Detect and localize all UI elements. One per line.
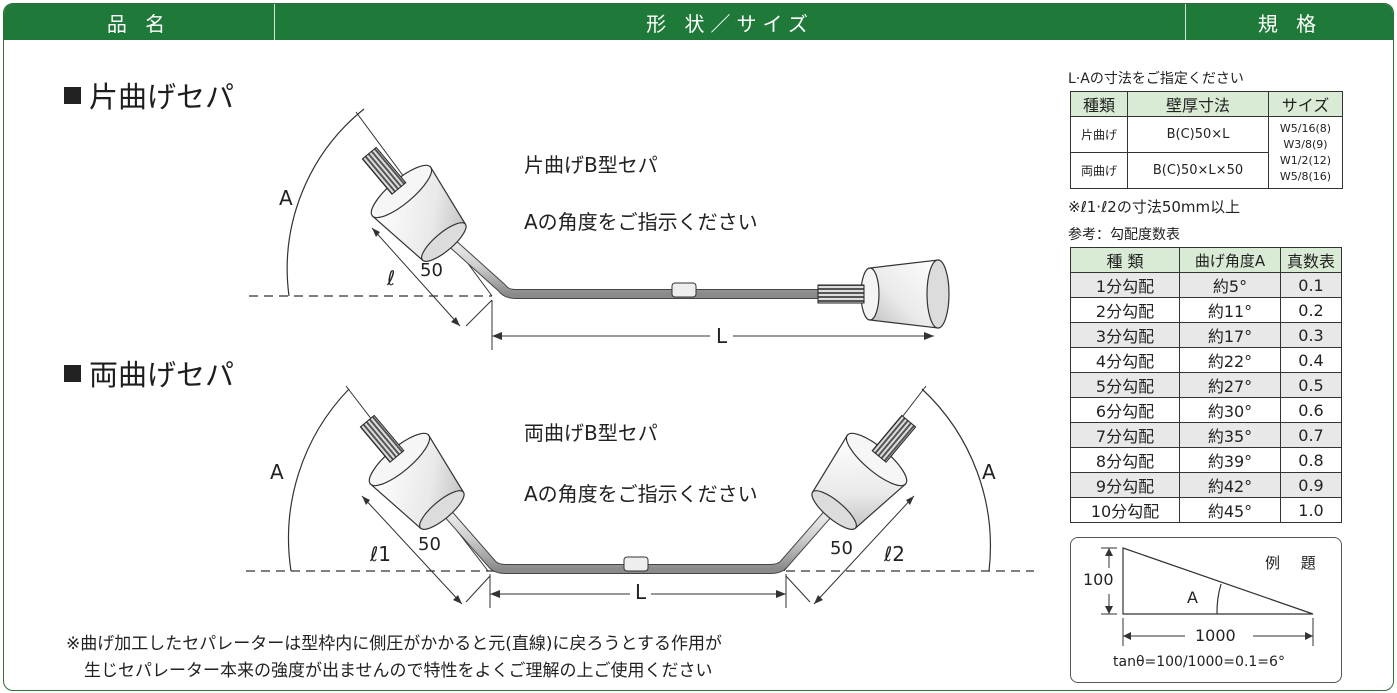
section-title: 両曲げセパ bbox=[89, 358, 235, 392]
label-50: 50 bbox=[420, 260, 443, 281]
double-bend-drawing bbox=[246, 385, 1034, 608]
table-row: 1分勾配約5°0.1 bbox=[1070, 272, 1342, 298]
grad-angle: 約39° bbox=[1179, 447, 1281, 473]
header-shape-size: 形 状／サイズ bbox=[275, 4, 1185, 40]
spec-caption: L·Aの寸法をご指定ください bbox=[1068, 71, 1244, 87]
example-title: 例 題 bbox=[1265, 554, 1324, 572]
grad-ratio: 0.1 bbox=[1280, 272, 1342, 298]
grad-angle: 約42° bbox=[1179, 472, 1281, 498]
spec-dim: B(C)50×L bbox=[1127, 116, 1269, 153]
label-length-l: L bbox=[710, 324, 734, 348]
separator-diagram bbox=[246, 108, 1034, 608]
grad-type: 1分勾配 bbox=[1070, 272, 1180, 298]
grad-type: 2分勾配 bbox=[1070, 297, 1180, 323]
grad-type: 8分勾配 bbox=[1070, 447, 1180, 473]
spec-type: 両曲げ bbox=[1070, 152, 1128, 189]
grad-type: 10分勾配 bbox=[1070, 497, 1180, 523]
grad-ratio: 0.3 bbox=[1280, 322, 1342, 348]
gradient-table: 種 類 曲げ角度A 真数表 1分勾配約5°0.1 2分勾配約11°0.2 3分勾… bbox=[1070, 247, 1342, 523]
grad-angle: 約17° bbox=[1179, 322, 1281, 348]
table-row: 6分勾配約30°0.6 bbox=[1070, 397, 1342, 423]
spec-sizes: W5/16(8) W3/8(9) W1/2(12) W5/8(16) bbox=[1268, 116, 1343, 189]
label-angle-a-left: A bbox=[270, 460, 284, 484]
grad-type: 6分勾配 bbox=[1070, 397, 1180, 423]
grad-ratio: 0.8 bbox=[1280, 447, 1342, 473]
grad-angle: 約45° bbox=[1179, 497, 1281, 523]
double-instruction: Aの角度をご指示ください bbox=[524, 482, 758, 506]
spec-header: 壁厚寸法 bbox=[1127, 91, 1269, 117]
grad-ratio: 0.6 bbox=[1280, 397, 1342, 423]
grad-angle: 約27° bbox=[1179, 372, 1281, 398]
grad-type: 5分勾配 bbox=[1070, 372, 1180, 398]
label-50-left: 50 bbox=[418, 534, 441, 555]
table-row: 8分勾配約39°0.8 bbox=[1070, 447, 1342, 473]
example-formula: tanθ=100/1000=0.1=6° bbox=[1113, 654, 1285, 670]
table-row: 2分勾配約11°0.2 bbox=[1070, 297, 1342, 323]
label-angle-a-right: A bbox=[982, 460, 996, 484]
bullet-square-icon bbox=[64, 364, 81, 382]
grad-ratio: 0.2 bbox=[1280, 297, 1342, 323]
grad-type: 4分勾配 bbox=[1070, 347, 1180, 373]
example-box: 例 題 100 A 1000 tanθ=100/1000=0.1=6° bbox=[1070, 537, 1342, 683]
grad-type: 3分勾配 bbox=[1070, 322, 1180, 348]
table-row: 3分勾配約17°0.3 bbox=[1070, 322, 1342, 348]
grad-type: 7分勾配 bbox=[1070, 422, 1180, 448]
size-item: W1/2(12) bbox=[1279, 153, 1332, 167]
header-product-name: 品 名 bbox=[4, 4, 274, 40]
grad-ratio: 0.9 bbox=[1280, 472, 1342, 498]
bullet-square-icon bbox=[64, 86, 81, 104]
grad-ratio: 1.0 bbox=[1280, 497, 1342, 523]
grad-ratio: 0.4 bbox=[1280, 347, 1342, 373]
example-triangle-diagram bbox=[1101, 547, 1314, 646]
spec-table: 種類 壁厚寸法 サイズ 片曲げ B(C)50×L W5/16(8) W3/8(9… bbox=[1070, 91, 1343, 189]
spec-header: 種類 bbox=[1070, 91, 1128, 117]
grad-ratio: 0.5 bbox=[1280, 372, 1342, 398]
section-single-bend: 片曲げセパ bbox=[64, 74, 234, 116]
spec-header: サイズ bbox=[1268, 91, 1343, 117]
grad-type: 9分勾配 bbox=[1070, 472, 1180, 498]
example-angle: A bbox=[1187, 588, 1198, 607]
table-row: 5分勾配約27°0.5 bbox=[1070, 372, 1342, 398]
example-width: 1000 bbox=[1191, 626, 1240, 645]
grad-header: 真数表 bbox=[1280, 247, 1342, 273]
table-row: 7分勾配約35°0.7 bbox=[1070, 422, 1342, 448]
grad-angle: 約35° bbox=[1179, 422, 1281, 448]
page-frame: 品 名 形 状／サイズ 規 格 片曲げセパ 両曲げセパ bbox=[3, 3, 1394, 691]
table-row: 4分勾配約22°0.4 bbox=[1070, 347, 1342, 373]
section-double-bend: 両曲げセパ bbox=[64, 352, 234, 394]
label-length-l: L bbox=[630, 580, 652, 604]
table-row: 10分勾配約45°1.0 bbox=[1070, 497, 1342, 523]
header-divider bbox=[274, 4, 275, 40]
single-bend-drawing bbox=[249, 108, 950, 350]
label-l1: ℓ1 bbox=[370, 542, 391, 566]
single-product-name: 片曲げB型セパ bbox=[524, 153, 658, 177]
size-item: W3/8(9) bbox=[1283, 137, 1328, 151]
double-product-name: 両曲げB型セパ bbox=[524, 421, 658, 445]
grad-ratio: 0.7 bbox=[1280, 422, 1342, 448]
grad-angle: 約11° bbox=[1179, 297, 1281, 323]
size-item: W5/16(8) bbox=[1279, 121, 1332, 135]
grad-angle: 約5° bbox=[1179, 272, 1281, 298]
spec-note: ※ℓ1·ℓ2の寸法50mm以上 bbox=[1068, 198, 1241, 216]
grad-header: 種 類 bbox=[1070, 247, 1180, 273]
label-l2: ℓ2 bbox=[884, 542, 905, 566]
label-50-right: 50 bbox=[830, 538, 853, 559]
grad-angle: 約22° bbox=[1179, 347, 1281, 373]
size-item: W5/8(16) bbox=[1279, 169, 1332, 183]
section-title: 片曲げセパ bbox=[89, 80, 235, 114]
footnote-line-2: 生じセパレーター本来の強度が出ませんので特性をよくご理解の上ご使用ください bbox=[84, 661, 713, 681]
example-height: 100 bbox=[1083, 570, 1114, 589]
grad-header: 曲げ角度A bbox=[1179, 247, 1281, 273]
spec-type: 片曲げ bbox=[1070, 116, 1128, 153]
table-row: 9分勾配約42°0.9 bbox=[1070, 472, 1342, 498]
gradient-caption: 参考：勾配度数表 bbox=[1068, 227, 1180, 243]
grad-angle: 約30° bbox=[1179, 397, 1281, 423]
header-divider bbox=[1185, 4, 1186, 40]
footnote-line-1: ※曲げ加工したセパレーターは型枠内に側圧がかかると元(直線)に戻ろうとする作用が bbox=[66, 634, 722, 654]
label-angle-a: A bbox=[279, 186, 293, 210]
spec-dim: B(C)50×L×50 bbox=[1127, 152, 1269, 189]
label-l: ℓ bbox=[387, 266, 396, 290]
header-spec: 規 格 bbox=[1186, 4, 1393, 40]
single-instruction: Aの角度をご指示ください bbox=[524, 210, 758, 234]
